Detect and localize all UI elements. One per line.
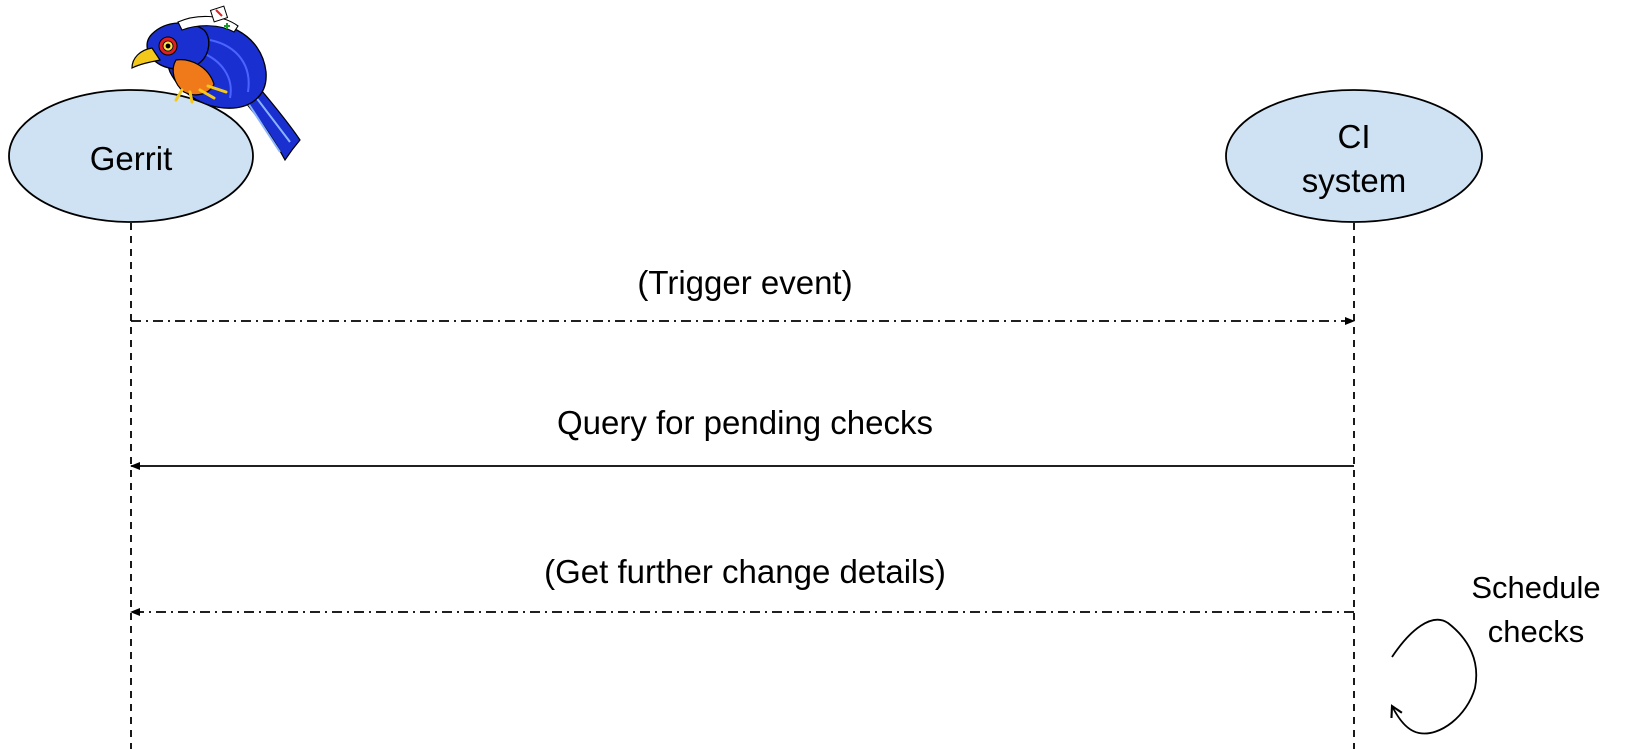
self-loop-schedule-checks: Schedule checks <box>1390 570 1601 735</box>
gerrit-bird-mascot-icon <box>131 5 301 162</box>
self-loop-label-line-2: checks <box>1488 614 1584 649</box>
message-trigger-event: (Trigger event) <box>131 264 1355 325</box>
actor-ci-label-line-2: system <box>1302 162 1407 199</box>
message-get-change-details: (Get further change details) <box>130 553 1354 616</box>
actor-gerrit-label: Gerrit <box>90 140 173 177</box>
self-loop-arrow <box>1390 618 1478 735</box>
self-loop-label-line-1: Schedule <box>1471 570 1600 605</box>
message-query-pending-checks: Query for pending checks <box>130 404 1354 470</box>
actor-ci-ellipse <box>1225 89 1483 223</box>
message-trigger-label: (Trigger event) <box>637 264 852 301</box>
message-query-label: Query for pending checks <box>557 404 933 441</box>
actor-ci-label-line-1: CI <box>1338 118 1371 155</box>
message-details-label: (Get further change details) <box>544 553 946 590</box>
actor-ci-system: CI system <box>1225 89 1483 223</box>
actor-gerrit-ellipse <box>8 89 254 223</box>
actor-gerrit: Gerrit <box>8 89 254 223</box>
